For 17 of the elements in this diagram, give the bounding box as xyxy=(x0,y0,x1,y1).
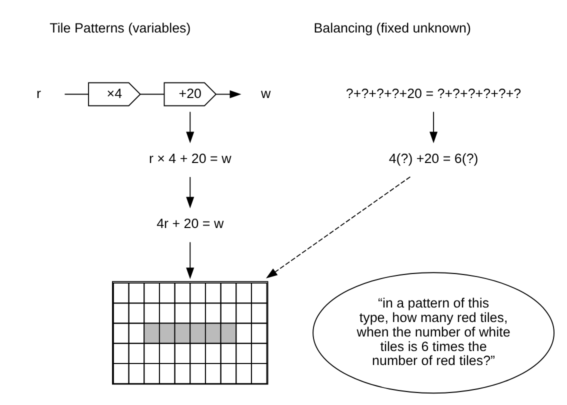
label: Tile Patterns (variables) xyxy=(50,20,191,36)
node-text: w xyxy=(260,86,271,101)
arrow xyxy=(266,176,411,278)
arrow xyxy=(186,111,194,144)
node-text: r × 4 + 20 = w xyxy=(148,150,232,166)
arrow xyxy=(186,242,194,280)
arrow xyxy=(186,176,194,208)
label: Balancing (fixed unknown) xyxy=(314,20,471,36)
node-text: ?+?+?+?+20 = ?+?+?+?+?+? xyxy=(346,86,522,101)
connector xyxy=(64,94,89,95)
arrow xyxy=(216,90,242,98)
node-text: r xyxy=(36,86,41,101)
connector xyxy=(140,94,165,95)
arrow xyxy=(430,111,438,144)
node-text: 4(?) +20 = 6(?) xyxy=(388,150,478,166)
node-ellipse: “in a pattern of this type, how many red tiles, when the number of white tiles is 6 times the number of red tiles?” xyxy=(312,272,555,394)
node-text: 4r + 20 = w xyxy=(156,216,224,232)
